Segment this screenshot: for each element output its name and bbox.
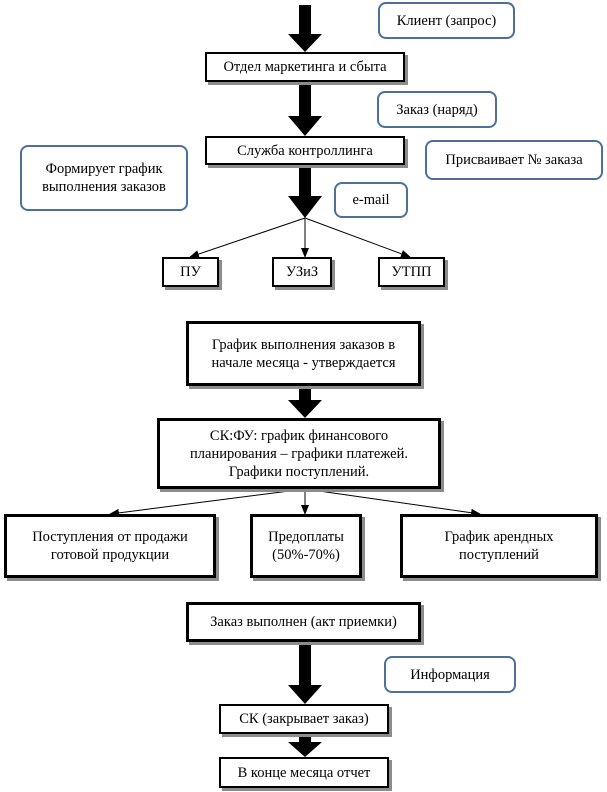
branch-to-rent bbox=[304, 488, 481, 517]
branch-to-sales-income bbox=[109, 488, 306, 517]
arrow-to-controlling bbox=[288, 82, 322, 136]
node-pu: ПУ bbox=[162, 257, 219, 287]
node-sk-close: СК (закрывает заказ) bbox=[219, 704, 389, 734]
node-month-report: В конце месяца отчет bbox=[219, 757, 389, 788]
node-uziz: УЗиЗ bbox=[272, 257, 332, 287]
note-assigns-number: Присваивает № заказа bbox=[425, 140, 603, 180]
node-sales-income: Поступления от продажи готовой продукции bbox=[4, 514, 216, 578]
node-sk-fu: СК:ФУ: график финансового планирования –… bbox=[157, 418, 441, 489]
arrow-to-marketing bbox=[288, 5, 322, 52]
arrow-to-split bbox=[288, 164, 322, 218]
node-prepayment: Предоплаты (50%-70%) bbox=[250, 514, 362, 578]
node-schedule: График выполнения заказов в начале месяц… bbox=[186, 321, 421, 386]
node-marketing: Отдел маркетинга и сбыта bbox=[205, 52, 405, 82]
branch-lines bbox=[109, 217, 481, 517]
arrow-to-sk-fu bbox=[288, 385, 322, 418]
note-order: Заказ (наряд) bbox=[377, 91, 497, 128]
branch-to-utpp bbox=[304, 217, 411, 258]
note-information: Информация bbox=[384, 656, 516, 693]
flow-arrows bbox=[288, 5, 322, 757]
node-utpp: УТПП bbox=[378, 257, 445, 287]
node-controlling: Служба контроллинга bbox=[205, 136, 405, 165]
note-forms-schedule: Формирует график выполнения заказов bbox=[20, 145, 188, 211]
note-client-request: Клиент (запрос) bbox=[378, 2, 515, 39]
branch-to-pu bbox=[189, 217, 306, 258]
arrow-to-report bbox=[288, 734, 322, 757]
arrow-to-sk-close bbox=[288, 642, 322, 704]
note-email: e-mail bbox=[334, 182, 408, 218]
node-rent-schedule: График арендных поступлений bbox=[400, 514, 598, 578]
node-order-done: Заказ выполнен (акт приемки) bbox=[186, 602, 421, 642]
